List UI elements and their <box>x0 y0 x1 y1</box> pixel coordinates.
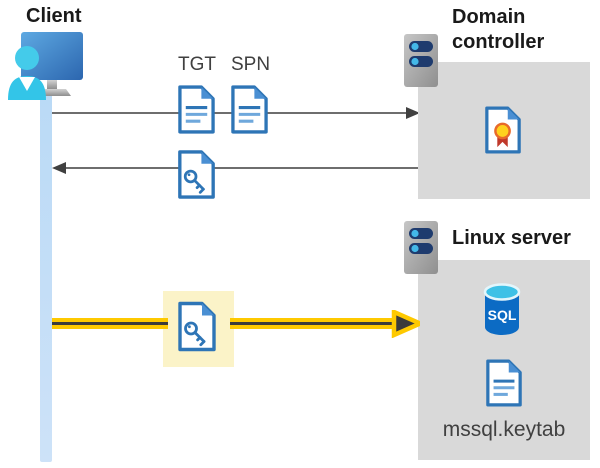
keytab-filename-label: mssql.keytab <box>442 418 566 441</box>
sql-icon-label: SQL <box>488 307 517 323</box>
highlighted-key-document-icon <box>177 299 217 354</box>
client-lifeline <box>40 93 52 462</box>
tgt-ticket-document-icon <box>177 84 216 135</box>
certificate-icon <box>484 104 522 156</box>
linux-server-label: Linux server <box>452 227 571 249</box>
client-icon <box>5 30 100 102</box>
linux-server-icon <box>403 220 439 275</box>
tgt-label: TGT <box>178 54 216 75</box>
domain-controller-label: Domain controller <box>452 6 545 53</box>
auth-yellow-arrow <box>52 310 420 338</box>
client-label: Client <box>26 5 82 27</box>
keytab-document-icon <box>485 358 523 408</box>
response-arrow <box>52 160 420 176</box>
service-ticket-key-document-icon <box>176 149 217 200</box>
spn-label: SPN <box>231 54 271 75</box>
spn-ticket-document-icon <box>230 84 269 135</box>
user-icon <box>8 46 46 100</box>
domain-controller-server-icon <box>403 33 439 88</box>
sql-database-icon: SQL <box>483 283 521 336</box>
request-arrow <box>52 105 420 121</box>
